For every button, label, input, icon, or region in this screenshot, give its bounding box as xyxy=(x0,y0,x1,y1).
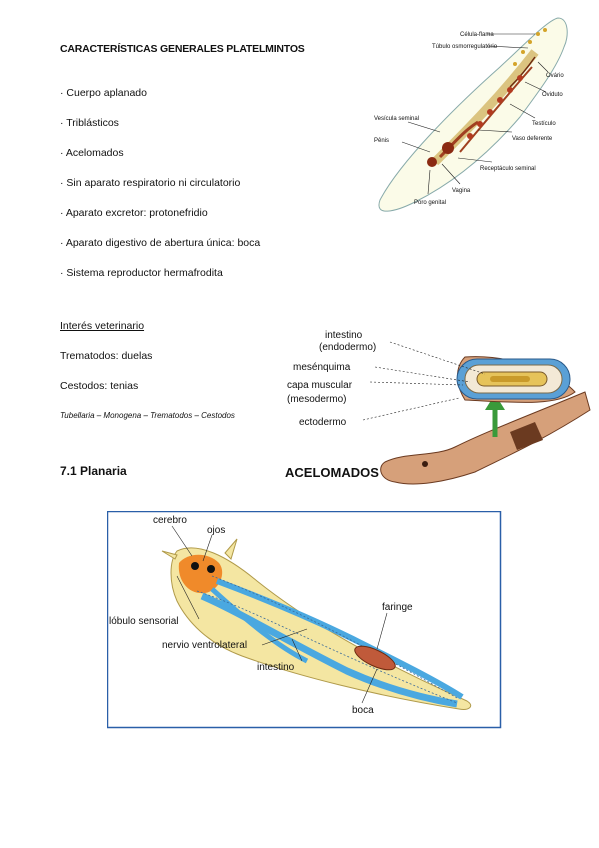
label-intestino: intestino xyxy=(325,330,363,341)
label-vaso: Vaso deferente xyxy=(512,136,553,142)
vet-classes: Tubellaria – Monogena – Trematodos – Ces… xyxy=(60,411,235,420)
characteristic-item: · Cuerpo aplanado xyxy=(60,87,147,99)
acoelomate-section-figure: intestino (endodermo) mesénquima capa mu… xyxy=(285,330,591,485)
label-intestino-planaria: intestino xyxy=(257,662,295,673)
vet-line-trematodos: Trematodos: duelas xyxy=(60,350,153,362)
characteristic-item: · Sin aparato respiratorio ni circulator… xyxy=(60,177,241,189)
label-ovario: Ovário xyxy=(546,73,564,79)
label-vagina: Vagina xyxy=(452,188,471,194)
label-lobulo-sensorial: lóbulo sensorial xyxy=(109,616,179,627)
characteristic-item: · Acelomados xyxy=(60,147,124,159)
label-poro: Poro genital xyxy=(414,200,446,206)
label-endodermo: (endodermo) xyxy=(319,342,376,353)
label-vesicula: Vesícula seminal xyxy=(374,116,419,122)
label-receptaculo: Receptáculo seminal xyxy=(480,166,536,172)
page-title: CARACTERÍSTICAS GENERALES PLATELMINTOS xyxy=(60,43,305,55)
section-title: 7.1 Planaria xyxy=(60,464,127,478)
label-tubulo: Túbulo osmorregulatório xyxy=(432,44,498,50)
characteristic-item: · Triblásticos xyxy=(60,117,119,129)
label-faringe: faringe xyxy=(382,602,413,613)
label-capa-muscular: capa muscular xyxy=(287,380,353,391)
label-boca: boca xyxy=(352,705,374,716)
label-celula-flama: Célula-flama xyxy=(460,32,494,38)
label-nervio-ventrolateral: nervio ventrolateral xyxy=(162,640,247,651)
label-oviduto: Oviduto xyxy=(542,92,563,98)
planaria-figure: cerebro ojos faringe lóbulo sensorial ne… xyxy=(107,511,502,729)
label-cerebro: cerebro xyxy=(153,515,187,526)
characteristic-item: · Aparato excretor: protonefridio xyxy=(60,207,208,219)
reproductive-system-figure: Célula-flama Túbulo osmorregulatório Ová… xyxy=(374,17,568,212)
characteristic-item: · Aparato digestivo de abertura única: b… xyxy=(60,237,261,249)
label-testiculo: Testículo xyxy=(532,121,556,127)
label-mesodermo: (mesodermo) xyxy=(287,394,346,405)
vet-heading: Interés veterinario xyxy=(60,320,145,332)
label-mesenquima: mesénquima xyxy=(293,362,351,373)
label-penis: Pênis xyxy=(374,138,389,144)
label-ojos: ojos xyxy=(207,525,225,536)
characteristic-item: · Sistema reproductor hermafrodita xyxy=(60,267,223,279)
vet-line-cestodos: Cestodos: tenias xyxy=(60,380,139,392)
label-ectodermo: ectodermo xyxy=(299,417,347,428)
acelomados-caption: ACELOMADOS xyxy=(285,465,379,480)
